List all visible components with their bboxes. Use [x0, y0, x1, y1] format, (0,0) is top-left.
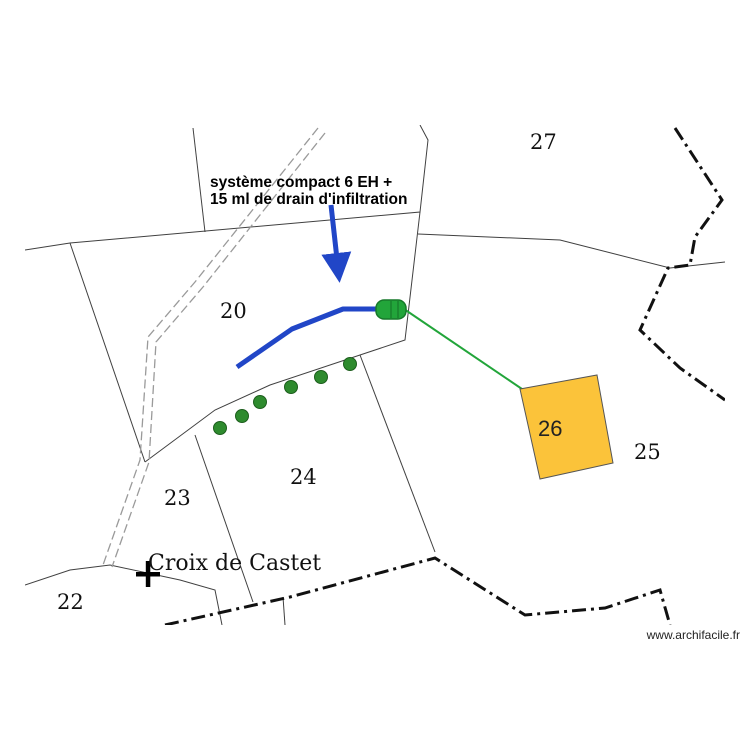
map-area: 27 20 26 25 24 23 22 Croix de Castet sys… — [25, 125, 725, 625]
parcel-line — [359, 354, 436, 553]
parcel-line — [194, 434, 254, 603]
parcel-line — [417, 233, 725, 269]
connection-pipe-line — [403, 308, 523, 390]
parcel-line — [192, 127, 206, 233]
parcel-label-22: 22 — [57, 590, 84, 614]
hedge — [213, 357, 357, 435]
parcel-label-20: 20 — [220, 299, 247, 323]
commune-boundary — [638, 127, 725, 402]
parcel-line — [282, 596, 286, 625]
annotation-line-1: système compact 6 EH + — [210, 174, 392, 191]
shrub-icon — [343, 357, 357, 371]
commune-boundary — [164, 556, 672, 625]
track-dashed-line — [102, 127, 319, 566]
shrub-icon — [314, 370, 328, 384]
shrub-icon — [253, 395, 267, 409]
shrub-icon — [235, 409, 249, 423]
track-dashed-line — [111, 132, 326, 568]
parcel-label-23: 23 — [164, 486, 191, 510]
watermark-text: www.archifacile.fr — [646, 628, 740, 642]
shrub-icon — [213, 421, 227, 435]
parcel-label-26: 26 — [538, 416, 562, 441]
parcel-line — [69, 242, 146, 463]
house-building — [519, 374, 614, 480]
arrow-down-icon — [321, 204, 352, 283]
shrub-icon — [284, 380, 298, 394]
parcel-label-25: 25 — [634, 440, 661, 464]
septic-tank-icon — [375, 299, 407, 320]
infiltration-drain-line — [235, 306, 378, 370]
parcel-label-24: 24 — [290, 465, 317, 489]
place-name-label: Croix de Castet — [148, 551, 321, 576]
parcel-label-27: 27 — [530, 130, 557, 154]
parcel-line — [144, 211, 421, 463]
cross-icon — [136, 561, 160, 587]
annotation-line-2: 15 ml de drain d'infiltration — [210, 191, 407, 208]
